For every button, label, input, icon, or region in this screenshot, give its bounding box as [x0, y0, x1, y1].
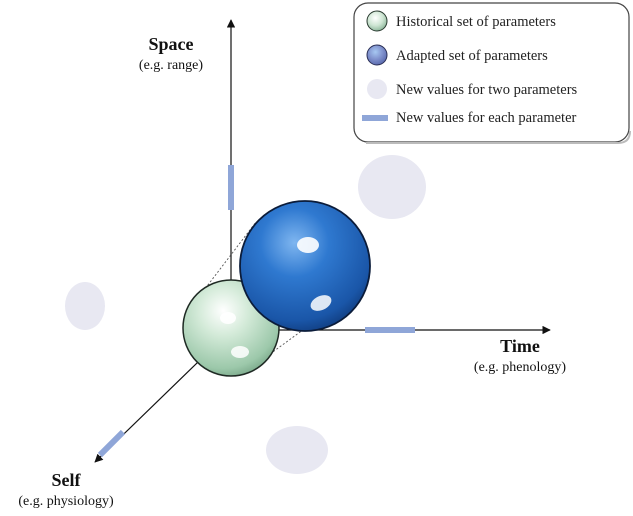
- legend-blue-bar-icon: [362, 115, 388, 121]
- self-axis-title: Self: [52, 470, 82, 490]
- legend: Historical set of parameters Adapted set…: [353, 2, 631, 144]
- space-axis-title: Space: [149, 34, 194, 54]
- time-axis-title: Time: [500, 336, 540, 356]
- time-parameter-bar: [365, 327, 415, 333]
- legend-label-adapted: Adapted set of parameters: [396, 48, 548, 64]
- legend-light-ellipse-icon: [367, 79, 387, 99]
- two-parameter-ellipse-bottom: [266, 426, 328, 474]
- self-axis-subtitle: (e.g. physiology): [18, 494, 114, 509]
- two-parameter-ellipse-left: [65, 282, 105, 330]
- two-parameter-ellipse-top: [358, 155, 426, 219]
- space-parameter-bar: [228, 165, 234, 210]
- legend-label-historical: Historical set of parameters: [396, 14, 556, 30]
- legend-green-sphere-icon: [366, 10, 388, 32]
- space-axis-subtitle: (e.g. range): [139, 58, 203, 73]
- time-axis-subtitle: (e.g. phenology): [474, 360, 566, 375]
- self-parameter-bar: [97, 429, 126, 458]
- legend-label-each-parameter: New values for each parameter: [396, 110, 577, 126]
- legend-blue-sphere-icon: [366, 44, 388, 66]
- adapted-sphere: [239, 200, 371, 332]
- legend-label-two-parameters: New values for two parameters: [396, 82, 578, 98]
